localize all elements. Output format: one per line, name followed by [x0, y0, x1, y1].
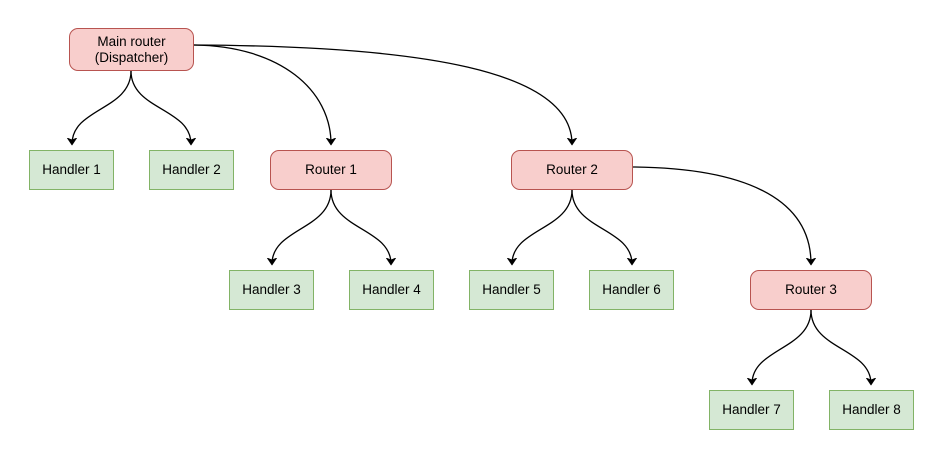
node-main-router[interactable]: Main router (Dispatcher) — [69, 28, 194, 71]
node-router-3[interactable]: Router 3 — [750, 270, 872, 310]
edge-main-handler1 — [72, 70, 132, 144]
edge-router3-handler8 — [810, 309, 871, 384]
node-label-handler-1: Handler 1 — [42, 162, 101, 177]
edge-main-router1 — [193, 44, 331, 144]
node-label-handler-2: Handler 2 — [162, 162, 221, 177]
edge-router2-handler5 — [512, 189, 573, 264]
node-handler-5[interactable]: Handler 5 — [469, 270, 554, 310]
node-label-handler-5: Handler 5 — [482, 282, 541, 297]
node-handler-4[interactable]: Handler 4 — [349, 270, 434, 310]
node-label-router-3: Router 3 — [785, 282, 837, 297]
node-label-handler-3: Handler 3 — [242, 282, 301, 297]
edge-router1-handler3 — [272, 189, 332, 264]
edge-router1-handler4 — [330, 189, 391, 264]
node-label-handler-8: Handler 8 — [842, 402, 901, 417]
node-handler-1[interactable]: Handler 1 — [29, 150, 114, 190]
node-handler-2[interactable]: Handler 2 — [149, 150, 234, 190]
node-label-handler-6: Handler 6 — [602, 282, 661, 297]
node-handler-7[interactable]: Handler 7 — [709, 390, 794, 430]
node-label-handler-7: Handler 7 — [722, 402, 781, 417]
node-handler-6[interactable]: Handler 6 — [589, 270, 674, 310]
edge-main-handler2 — [130, 70, 191, 144]
node-label-handler-4: Handler 4 — [362, 282, 421, 297]
node-label-router-1: Router 1 — [305, 162, 357, 177]
edge-router2-router3 — [632, 166, 811, 264]
node-handler-3[interactable]: Handler 3 — [229, 270, 314, 310]
node-handler-8[interactable]: Handler 8 — [829, 390, 914, 430]
node-router-2[interactable]: Router 2 — [511, 150, 633, 190]
node-label-main-router: Main router (Dispatcher) — [94, 33, 169, 65]
node-router-1[interactable]: Router 1 — [270, 150, 392, 190]
edge-main-router2 — [193, 44, 572, 144]
edge-router2-handler6 — [571, 189, 632, 264]
node-label-router-2: Router 2 — [546, 162, 598, 177]
edge-router3-handler7 — [752, 309, 812, 384]
